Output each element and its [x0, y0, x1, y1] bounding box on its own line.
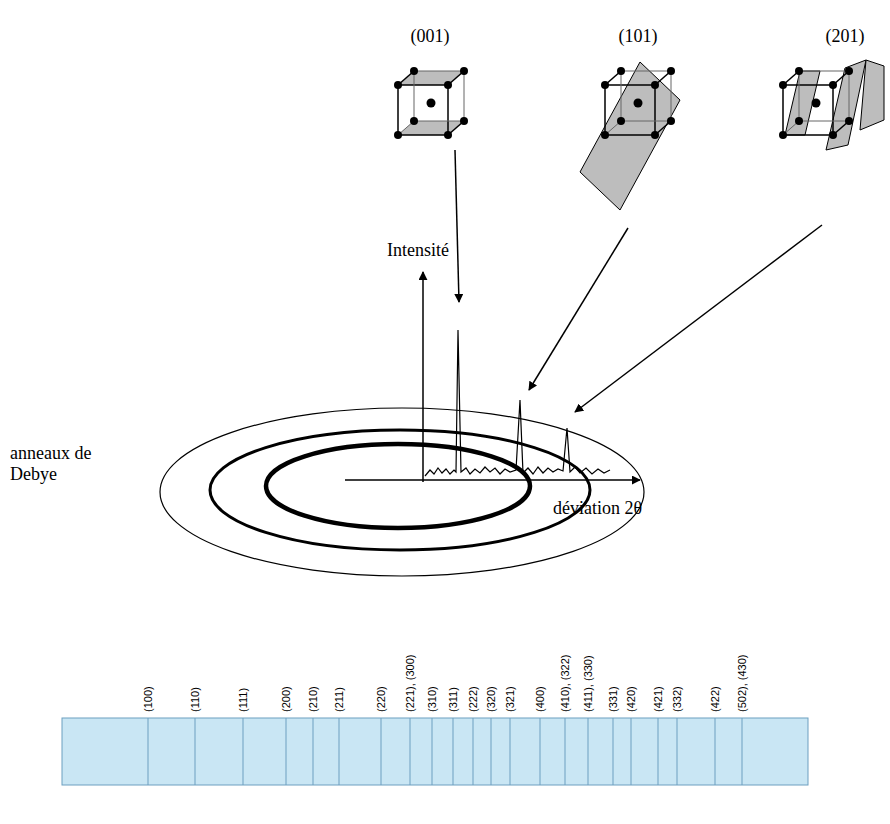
miller-index-label: (221), (300) [404, 655, 417, 712]
leader-arrow [575, 225, 822, 412]
miller-index-label: (421) [652, 686, 665, 712]
bar-dividers [148, 718, 742, 785]
axis-label: déviation 2θ [553, 498, 642, 519]
miller-index-label: (111) [237, 688, 250, 712]
miller-index-label: (410), (322) [559, 655, 572, 712]
miller-index-label: (211) [333, 687, 346, 712]
intensity-axis [422, 272, 424, 482]
miller-index-label: (100) [142, 686, 155, 712]
leader-arrow [529, 228, 628, 390]
plane-label: (101) [619, 26, 658, 47]
miller-index-label: (110) [189, 687, 202, 712]
bcc-cube [394, 67, 468, 139]
miller-index-label: (400) [534, 686, 547, 712]
miller-index-label: (332) [671, 686, 684, 712]
miller-index-label: (502), (430) [736, 655, 749, 712]
plane-label: (201) [826, 26, 865, 47]
miller-index-label: (210) [307, 686, 320, 712]
miller-index-label: (200) [280, 686, 293, 712]
miller-index-label: (311) [447, 687, 460, 712]
miller-index-label: (320) [485, 686, 498, 712]
debye-ring [266, 444, 530, 528]
bcc-cube [580, 62, 680, 210]
miller-index-label: (420) [625, 686, 638, 712]
miller-index-label: (331) [607, 686, 620, 712]
miller-index-label: (422) [709, 686, 722, 712]
leader-arrow [455, 150, 459, 302]
miller-index-label: (310) [426, 686, 439, 712]
miller-index-label: (321) [504, 686, 517, 712]
deviation-axis [345, 479, 640, 481]
plane-label: (001) [411, 26, 450, 47]
miller-index-label: (220) [375, 686, 388, 712]
debye-ring [160, 408, 644, 576]
axis-label: anneaux de Debye [10, 443, 110, 484]
miller-index-label: (222) [467, 686, 480, 712]
miller-index-label: (411), (330) [582, 655, 595, 712]
debye-ring [210, 430, 590, 550]
axis-label: Intensité [387, 240, 449, 261]
diffraction-spectrum [425, 330, 610, 476]
bcc-cube [779, 60, 884, 150]
reflection-bar [62, 718, 808, 785]
